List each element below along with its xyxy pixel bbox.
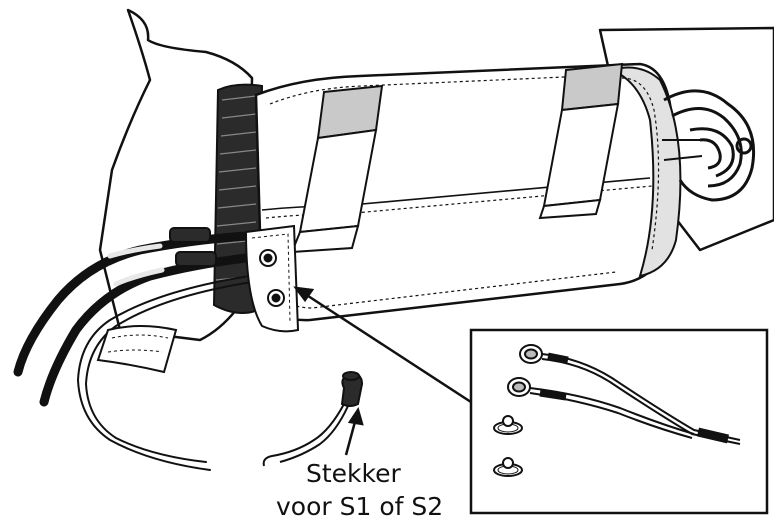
control-cables	[13, 227, 253, 471]
plug-label-line2: voor S1 of S2	[276, 492, 444, 521]
plug-label-line1: Stekker	[306, 459, 401, 488]
sleeve-snap-buttons	[244, 224, 300, 333]
plug-s1-s2	[262, 371, 364, 467]
callout-arrows	[293, 286, 475, 456]
detail-inset	[469, 328, 769, 515]
sleeve-flap	[96, 325, 178, 374]
velcro-straps	[290, 62, 624, 254]
hook-terminal-device	[662, 89, 756, 202]
